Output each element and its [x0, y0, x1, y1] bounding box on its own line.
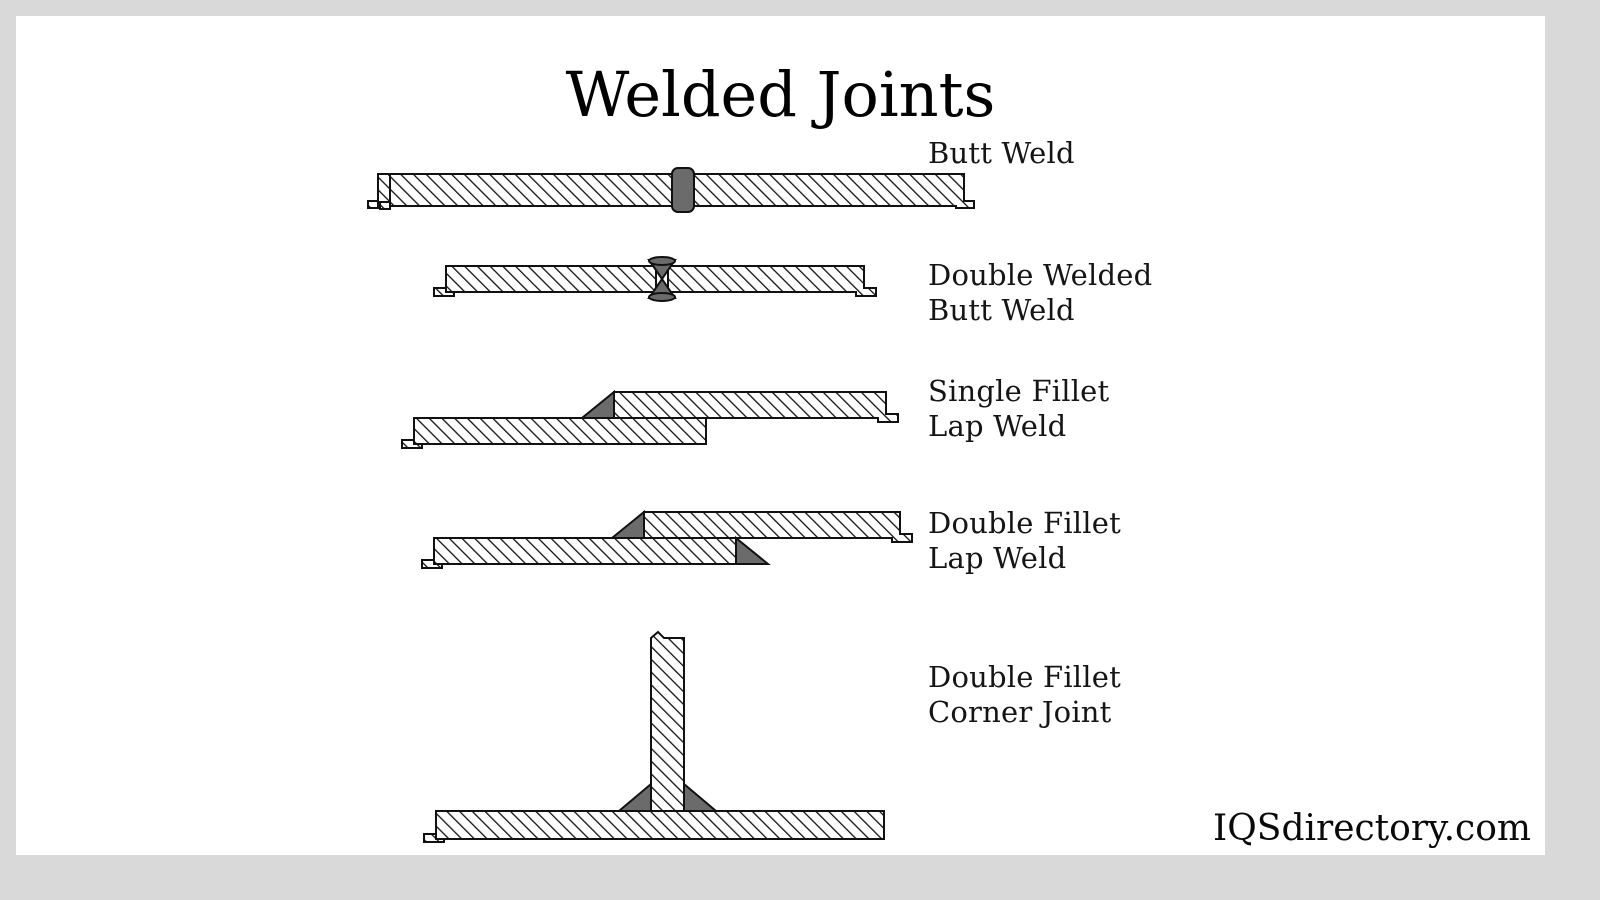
plate-base-body — [435, 810, 885, 840]
label-double-welded-butt-weld: Double Welded Butt Weld — [928, 258, 1153, 327]
diagram-canvas: Welded Joints — [16, 16, 1545, 855]
figure-double-welded-butt-weld — [416, 244, 936, 314]
weld-lower-cap — [648, 292, 676, 302]
label-butt-weld: Butt Weld — [928, 136, 1075, 170]
page-title: Welded Joints — [565, 58, 996, 131]
label-double-fillet-corner-joint: Double Fillet Corner Joint — [928, 660, 1121, 729]
figure-single-fillet-lap-weld — [386, 376, 926, 466]
weld-upper-cap — [648, 256, 676, 266]
plate-vertical — [650, 630, 685, 812]
plate-left-body — [445, 265, 657, 293]
weld-bead — [671, 167, 695, 213]
plate-top — [613, 391, 899, 423]
weld-fillet-bottom-right — [735, 535, 771, 565]
plate-bottom-body — [433, 537, 737, 565]
figure-double-fillet-lap-weld — [406, 496, 946, 586]
label-single-fillet-lap-weld: Single Fillet Lap Weld — [928, 374, 1110, 443]
label-double-fillet-lap-weld: Double Fillet Lap Weld — [928, 506, 1121, 575]
weld-fillet-top-left — [609, 509, 645, 539]
plate-right — [667, 265, 877, 297]
weld-fillet-top — [579, 389, 615, 419]
figure-double-fillet-corner-joint — [406, 606, 926, 855]
weld-fillet-right — [683, 781, 719, 812]
plate-right — [685, 173, 975, 209]
plate-left-body — [379, 173, 675, 210]
weld-fillet-left — [616, 781, 652, 812]
plate-bottom-body — [413, 417, 707, 445]
watermark: IQSdirectory.com — [1213, 808, 1531, 849]
figure-butt-weld — [356, 156, 996, 226]
plate-top — [643, 511, 913, 543]
